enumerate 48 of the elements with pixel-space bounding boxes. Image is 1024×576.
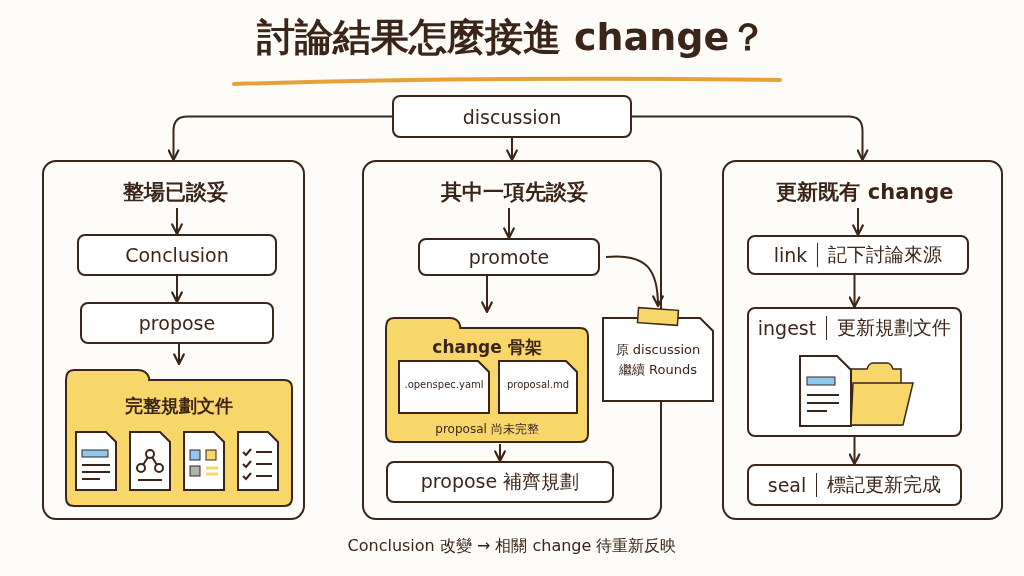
arrow [167, 115, 393, 162]
sticky-note [600, 308, 716, 404]
process-box [747, 307, 962, 437]
file-name: proposal.md [505, 379, 571, 390]
process-box [747, 235, 969, 275]
file-card [396, 358, 492, 416]
file-name: .openspec.yaml [403, 379, 485, 390]
folder-heading: change 骨架 [431, 336, 543, 359]
arrow [494, 443, 506, 463]
arrow [481, 275, 493, 314]
caption: Conclusion 改變 → 相關 change 待重新反映 [346, 536, 678, 557]
process-box [747, 464, 962, 506]
box-label: propose [138, 312, 216, 334]
arrow [503, 207, 515, 240]
box-label: Conclusion [125, 244, 229, 266]
arrow [605, 255, 664, 308]
process-box [418, 238, 600, 276]
panel-heading: 更新既有 change [775, 179, 955, 206]
box-label: propose 補齊規劃 [420, 469, 580, 494]
note-text: 原 discussion 繼續 Rounds [614, 341, 702, 379]
arrow [171, 275, 183, 304]
command-label: link [773, 244, 808, 266]
description-label: 標記更新完成 [827, 472, 942, 497]
arrow [631, 115, 869, 162]
process-box [77, 234, 277, 276]
arrow [506, 137, 518, 162]
folder-heading: 完整規劃文件 [124, 394, 234, 418]
arrow [848, 274, 861, 309]
box-label: discussion [462, 105, 562, 128]
process-box [80, 302, 274, 344]
process-box [386, 461, 614, 503]
arrow [848, 436, 861, 466]
scenario-panel [42, 160, 305, 520]
command-label: seal [767, 474, 807, 496]
arrow [852, 207, 864, 237]
panel-heading: 其中一項先談妥 [439, 179, 589, 206]
process-box [392, 95, 632, 138]
title: 討論結果怎麼接進 change？ [255, 14, 769, 61]
status-note: proposal 尚未完整 [434, 421, 540, 438]
box-label: promote [468, 246, 550, 268]
arrow [171, 207, 183, 236]
arrow [173, 343, 185, 366]
description-label: 更新規劃文件 [837, 315, 952, 340]
panel-heading: 整場已談妥 [121, 179, 229, 206]
command-label: ingest [757, 317, 817, 339]
file-card [496, 358, 580, 416]
scenario-panel [722, 160, 1003, 520]
description-label: 記下討論來源 [828, 242, 943, 267]
